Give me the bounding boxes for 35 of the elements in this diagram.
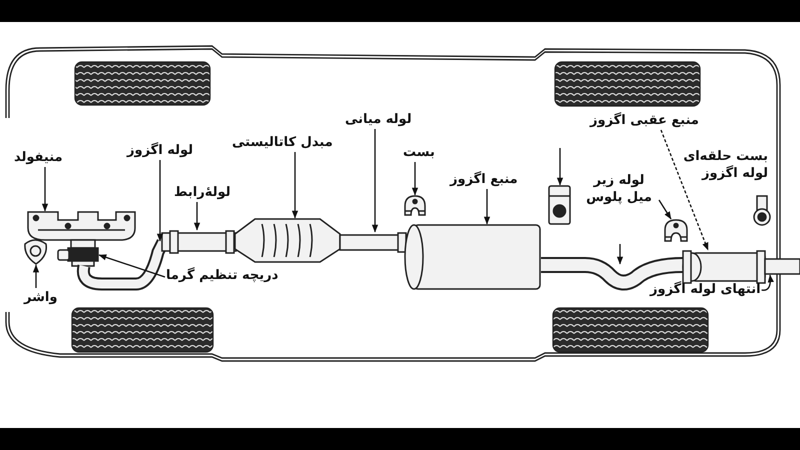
part-label: بست [403,144,435,161]
leader-line [194,202,200,230]
clamp [404,195,426,216]
part-label: مبدل کاتالیستی [232,134,333,151]
clamp [548,185,571,225]
part-label: لولۀرابط [174,184,231,201]
leader-line [156,160,164,242]
part-label: منیفولد [14,149,63,166]
leader-line [412,162,418,196]
part-label: دریچه تنظیم گرما [166,267,278,284]
leader-line [32,264,40,288]
leader-line [484,189,490,224]
leader-line [616,244,624,264]
leader-line [292,152,298,218]
part-label: لوله زیر میل پلوس [580,172,658,206]
leader-line [658,200,672,220]
leader-line [556,148,564,186]
leader-line [372,129,378,232]
part-label: واشر [24,289,58,306]
hanger-clamp [664,219,688,242]
leader-line [761,274,774,291]
leader-line [42,167,48,212]
catalytic-converter [234,218,341,263]
part-label: منبع عقبی اگزوز [590,112,699,129]
part-label: لوله میانی [345,111,412,128]
part-label: منبع اگزوز [450,171,518,188]
tail-pipe [764,258,800,275]
muffler [404,224,541,290]
part-label: لوله اگزوز [127,142,193,159]
part-label: بست حلقه‌ای لوله اگزوز [682,148,768,182]
part-label: انتهای لوله اگزوز [650,281,761,298]
gasket [24,239,48,265]
leader-line [660,130,709,250]
heat-control-valve [57,239,99,267]
connector-pipe [161,230,237,254]
